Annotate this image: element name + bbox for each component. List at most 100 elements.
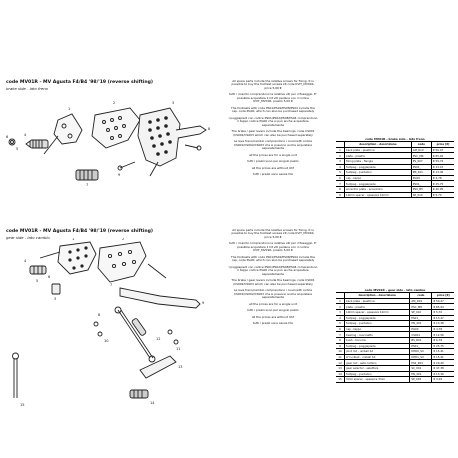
row-description: gear selector - selettore xyxy=(344,365,411,372)
row-number: 9 xyxy=(336,343,345,350)
gear-callout: 5 xyxy=(36,279,38,283)
row-description: cap - tappo xyxy=(344,175,412,182)
row-description: plate - piastra xyxy=(344,303,411,310)
row-code: AM_R19 xyxy=(409,298,433,305)
brake-callout: 6 xyxy=(6,135,8,139)
row-number: 8 xyxy=(336,337,345,344)
row-number: 10 xyxy=(336,348,345,355)
brake-section-subtitle: brake side - lato freno xyxy=(6,86,48,91)
row-price: € 5,70 xyxy=(431,192,454,199)
row-code: PS01_ xyxy=(409,343,433,350)
gear-callout: 1 xyxy=(72,238,74,241)
row-code: PN_401 xyxy=(409,371,433,378)
row-code: PS01_ xyxy=(411,164,432,171)
row-price: € 13,36 xyxy=(431,371,454,378)
note-text: all the prices are without VAT xyxy=(251,314,295,319)
row-description: bearing - cuscinetto xyxy=(344,331,411,338)
row-description: LH uniball - uniball SX xyxy=(344,354,411,361)
row-description: cap - tappo xyxy=(344,326,411,333)
note-text: tutti i prezzi sono senza IVA xyxy=(253,321,293,326)
row-description: footpeg - puntalino xyxy=(344,371,411,378)
brake-callout: 5 xyxy=(16,147,18,151)
gear-section-title: code MV01R - MV Agusta F4/B4 '98/'19 (re… xyxy=(6,229,154,234)
note-text: The footrests with code PS01/PS02/PS08/P… xyxy=(231,254,315,263)
row-price: € 65,94 xyxy=(431,303,454,310)
row-number: 13 xyxy=(336,365,345,372)
row-number: 11 xyxy=(336,354,345,361)
row-number: 7 xyxy=(336,180,345,187)
row-number: 7 xyxy=(336,331,345,338)
table-header: code xyxy=(409,292,433,299)
brake-side-exploded-drawing: 1 2 3 4 5 6 7 8 9 xyxy=(6,101,210,187)
gear-callout: 4 xyxy=(24,259,27,263)
row-description: gear rod - asta cambio xyxy=(344,359,411,366)
brake-callout: 1 xyxy=(68,107,70,111)
row-code: SP_010 xyxy=(409,309,433,316)
gear-callout: 8 xyxy=(98,313,100,317)
row-description: joint rod - uniball SX xyxy=(344,348,411,355)
row-price: € 50,47 xyxy=(431,298,454,305)
brake-callout: 3 xyxy=(172,101,174,105)
row-description: 10mm spacer - spessore 10mm xyxy=(344,309,411,316)
brake-callout: 4 xyxy=(24,133,27,137)
row-price: € 15,41 xyxy=(431,354,454,361)
gear-callout: 9 xyxy=(202,301,204,305)
brake-section-title: code MV01R - MV Agusta F4/B4 '98/'19 (re… xyxy=(6,80,154,85)
row-code: PS_007 xyxy=(411,158,432,165)
row-number: 5 xyxy=(336,320,345,327)
row-code: PG00 xyxy=(409,326,433,333)
note-text: I poggiapiedi con codice PS01/PS02/PS08/… xyxy=(228,115,318,127)
gear-callout: 7 xyxy=(110,283,112,287)
note-text: The brake / gear levers include the bear… xyxy=(231,129,315,137)
note-text: Le leve freno/cambio comprendono i cusci… xyxy=(233,139,313,151)
table-header: code xyxy=(411,141,432,148)
row-code: PN_401 xyxy=(411,169,432,176)
note-text: tutti i prezzi sono per singolo pezzo xyxy=(247,308,299,313)
row-code: PSX_B5 xyxy=(411,186,432,193)
row-code: PN_401 xyxy=(409,320,433,327)
table-title: code MV01R - gear side - lato cambio xyxy=(336,287,454,294)
table-header xyxy=(336,141,345,148)
row-description: footpeg - poggiapiede xyxy=(344,315,411,322)
row-number: 1 xyxy=(336,298,345,305)
row-price: € 59,74 xyxy=(431,158,454,165)
table-header: description - descrizione xyxy=(344,292,411,299)
gear-callout: 3 xyxy=(54,297,56,301)
gear-callout: 12 xyxy=(156,337,160,341)
note-text: The brake / gear levers include the bear… xyxy=(231,278,315,286)
row-description: fixing plate - flangia xyxy=(344,158,412,165)
row-price: € 13,47 xyxy=(431,164,454,171)
row-price: € 29,40 xyxy=(431,359,454,366)
row-code: PSC_MR xyxy=(411,152,432,159)
row-price: € 40,95 xyxy=(431,186,454,193)
row-code: CS001 xyxy=(409,331,433,338)
row-price: € 13,36 xyxy=(431,169,454,176)
note-text: tutti i prezzi sono per singolo pezzo xyxy=(247,159,299,164)
row-price: € 3,09 xyxy=(431,376,454,383)
gear-section-subtitle: gear side - lato cambio xyxy=(6,235,50,240)
row-price: € 65,94 xyxy=(431,152,454,159)
row-code: PG00 xyxy=(411,175,432,182)
row-description: footpeg - poggiapiede xyxy=(344,343,411,350)
row-description: 10mm spacer - spessore 10mm xyxy=(344,192,412,199)
gear-notes: All spare parts include the relative scr… xyxy=(228,228,318,329)
row-description: back plate - piastrina xyxy=(344,298,411,305)
row-price: € 5,70 xyxy=(431,309,454,316)
note-text: The footrests with code PS01/PS02/PS08/P… xyxy=(231,105,315,114)
row-price: € 15,41 xyxy=(431,348,454,355)
row-code: PSC_MR xyxy=(409,303,433,310)
note-text: all the prices are for a single unit xyxy=(249,152,297,157)
row-price: € 4,78 xyxy=(431,326,454,333)
